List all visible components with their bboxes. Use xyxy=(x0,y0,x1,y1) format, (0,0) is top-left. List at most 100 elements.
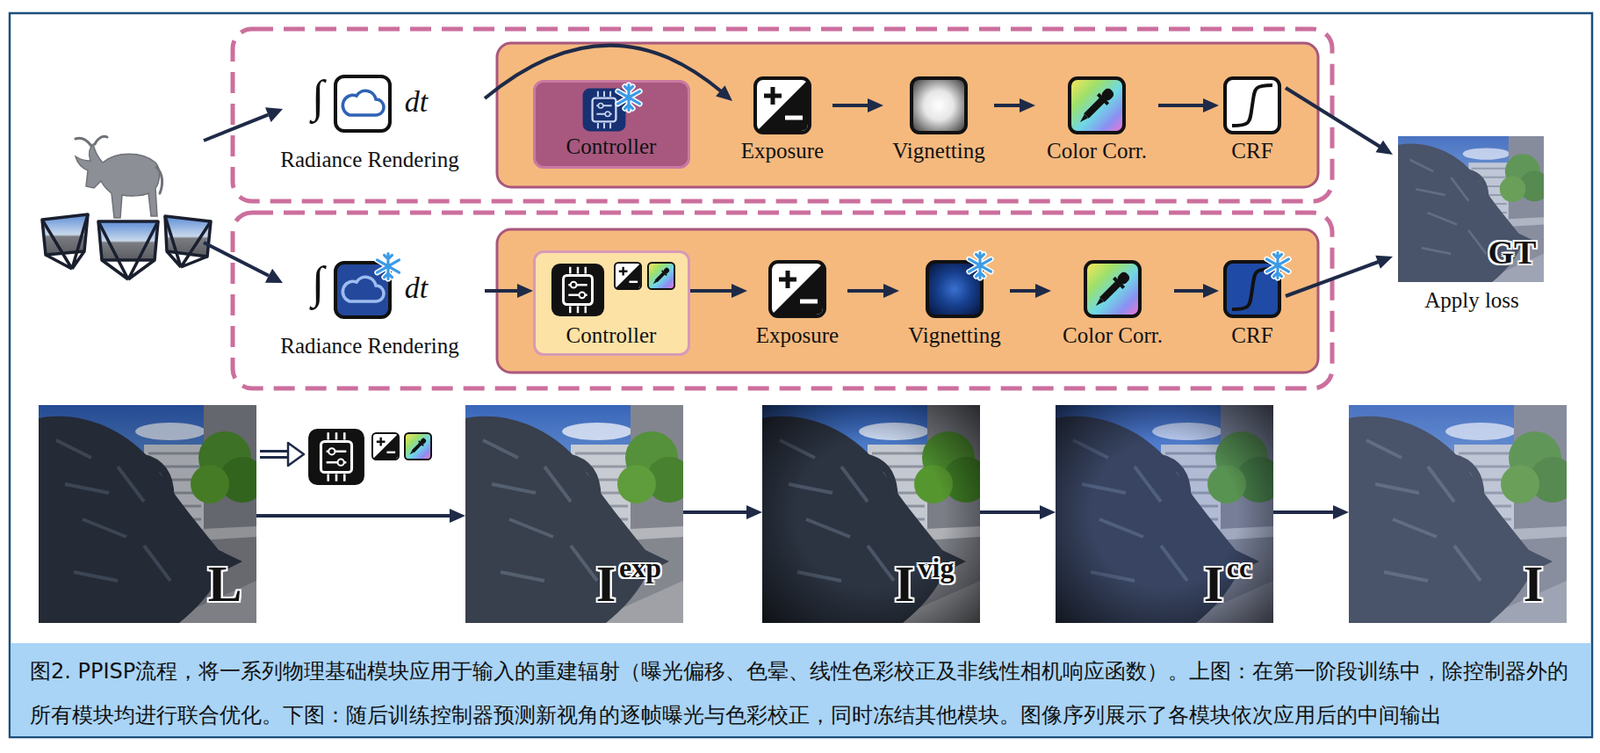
connector-line xyxy=(980,510,1042,514)
node-label: CRF xyxy=(1231,323,1273,349)
input-arrows xyxy=(203,107,283,283)
connector-line xyxy=(683,510,749,514)
radiance-icon xyxy=(333,74,392,133)
math-symbol: dt xyxy=(404,84,428,119)
crf-module: CRF xyxy=(1218,72,1286,172)
connector-line xyxy=(1009,288,1038,293)
image-stage: I xyxy=(1348,404,1567,623)
photo xyxy=(762,404,981,623)
arrowhead xyxy=(1203,283,1219,298)
stage-bracket xyxy=(232,28,1333,202)
vignetting-icon xyxy=(909,76,968,135)
figure-frame xyxy=(9,13,1593,737)
arrowhead xyxy=(1019,98,1036,113)
flow-arrow xyxy=(1285,255,1393,296)
image-label: I xyxy=(596,554,617,614)
render-block: ∫dtRadiance Rendering xyxy=(254,254,485,368)
image-stage: Icc xyxy=(1055,404,1274,623)
node-label: Color Corr. xyxy=(1062,323,1163,349)
flow-arrow xyxy=(847,283,900,298)
vignetting-module: Vignetting xyxy=(883,72,995,172)
controller-box: Controller xyxy=(533,79,691,169)
image-label: I xyxy=(894,554,916,614)
image-label-superscript: exp xyxy=(619,551,662,584)
render-block: ∫ dtRadiance Rendering xyxy=(254,68,485,181)
arrowhead xyxy=(1035,283,1052,298)
crf-icon xyxy=(1223,76,1282,135)
node-label: Color Corr. xyxy=(1046,138,1147,165)
arrowhead xyxy=(746,504,763,519)
node-label: Radiance Rendering xyxy=(280,147,459,173)
flow-arrow xyxy=(1174,283,1219,298)
vignetting-icon-frozen xyxy=(925,259,1002,318)
controller-chip-frozen xyxy=(581,83,652,135)
flow-arrow xyxy=(980,504,1056,519)
radiance-icon-frozen xyxy=(333,260,410,319)
controller-outputs xyxy=(613,261,678,292)
flow-arrow xyxy=(1285,87,1393,155)
arrowhead xyxy=(1333,504,1349,519)
node-label: Exposure xyxy=(741,138,824,165)
node-label: Apply loss xyxy=(1424,288,1520,314)
connector-line xyxy=(847,288,886,293)
ground-truth-image: GTApply loss xyxy=(1392,131,1551,321)
image-stage: L xyxy=(38,404,257,623)
math-symbol: ∫ xyxy=(311,70,325,123)
flow-arrow xyxy=(1009,283,1052,298)
figure-caption: 图2. PPISP流程，将一系列物理基础模块应用于输入的重建辐射（曝光偏移、色晕… xyxy=(29,648,1572,737)
arrowhead xyxy=(867,98,884,113)
isp-panel xyxy=(497,43,1319,188)
exposure-icon xyxy=(753,76,812,135)
controller-feed-arrow xyxy=(259,442,304,466)
node-label: Radiance Rendering xyxy=(280,333,459,360)
bull-statue xyxy=(75,136,163,218)
connector-line xyxy=(1273,510,1335,514)
arrowhead xyxy=(883,283,900,298)
arrowhead xyxy=(731,283,748,298)
photo xyxy=(1055,404,1274,623)
connector-line xyxy=(690,288,734,293)
node-label: Vignetting xyxy=(908,323,1001,349)
exposure-module: Exposure xyxy=(747,256,848,355)
color-correction-module: Color Corr. xyxy=(1051,256,1175,355)
flow-arrow xyxy=(683,504,763,519)
arrowhead xyxy=(449,508,466,523)
flow-arrow xyxy=(994,98,1036,113)
controller-icon xyxy=(308,428,432,485)
node-label: Exposure xyxy=(756,323,839,349)
connector-line xyxy=(994,103,1022,108)
node-label: Controller xyxy=(566,323,657,349)
connector-line xyxy=(484,288,519,293)
controller-chip xyxy=(549,261,606,318)
node-label: CRF xyxy=(1231,138,1273,165)
color-correction-icon xyxy=(1067,76,1126,135)
vignetting-module: Vignetting xyxy=(899,256,1010,355)
image-label: I xyxy=(1523,554,1544,614)
exposure-module: Exposure xyxy=(732,72,833,172)
color-correction-module: Color Corr. xyxy=(1035,72,1159,172)
connector-line xyxy=(256,513,452,518)
flow-arrow xyxy=(1273,504,1349,519)
connector-line xyxy=(1158,103,1205,108)
arrowhead xyxy=(1039,504,1056,519)
connector-line xyxy=(1285,87,1381,148)
flow-arrow xyxy=(1158,98,1219,113)
arrowhead xyxy=(1203,98,1219,113)
crf-icon-frozen xyxy=(1223,259,1299,318)
photo xyxy=(465,404,684,623)
controller-box: Controller xyxy=(533,250,691,356)
isp-panel xyxy=(497,229,1319,373)
node-label: Controller xyxy=(566,134,657,160)
connector-line xyxy=(1285,261,1380,297)
connector-line xyxy=(832,103,870,108)
flow-arrow xyxy=(484,283,534,298)
arrowhead xyxy=(1376,140,1394,155)
caption-band: 图2. PPISP流程，将一系列物理基础模块应用于输入的重建辐射（曝光偏移、色晕… xyxy=(10,642,1592,736)
image-stage: Ivig xyxy=(762,404,981,623)
exposure-icon xyxy=(768,259,827,318)
image-label-superscript: vig xyxy=(918,551,955,584)
node-label: Vignetting xyxy=(892,138,985,165)
crf-module: CRF xyxy=(1218,256,1286,355)
math-symbol: dt xyxy=(404,270,428,305)
